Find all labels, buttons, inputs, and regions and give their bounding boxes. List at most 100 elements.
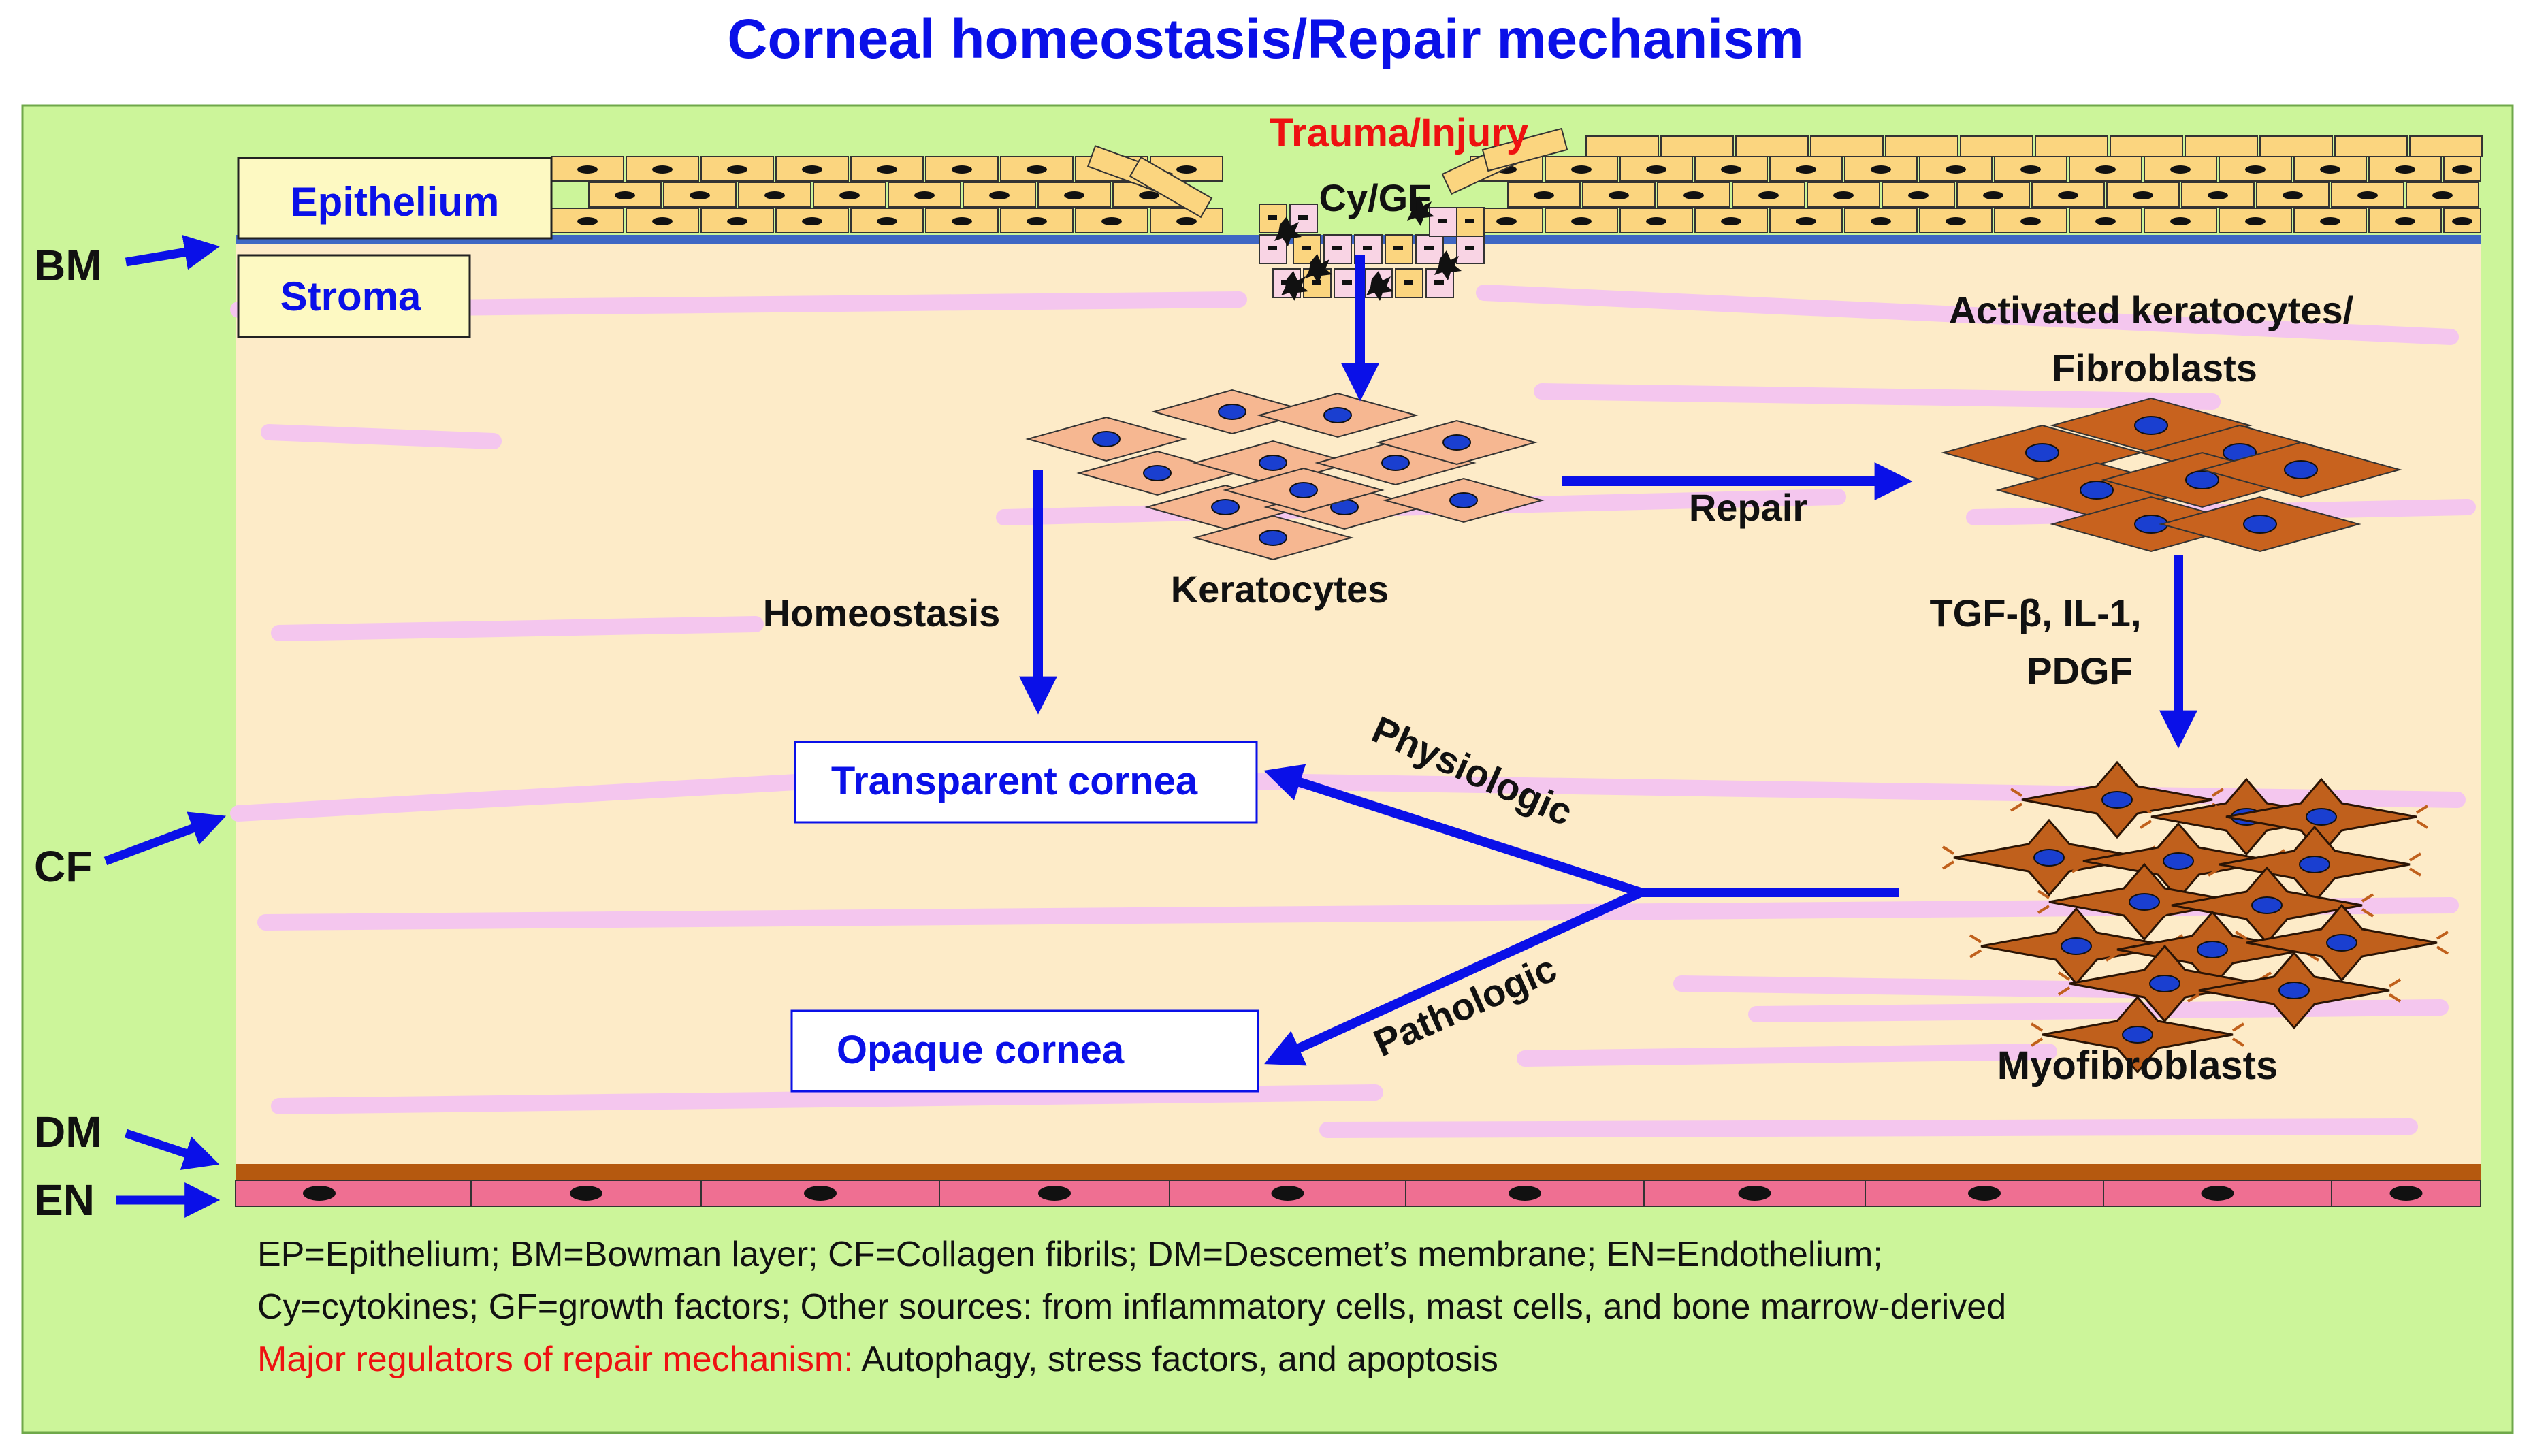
myofibroblast [2030,995,2245,1074]
keratocyte [1376,419,1538,466]
epithelial-cell [1919,156,1993,182]
epithelial-cell [1885,135,1958,157]
keratocyte [1025,416,1187,462]
epithelium-cells [551,127,2483,233]
epithelial-cell [2219,156,2292,182]
endothelium-cells [235,1180,2481,1207]
epithelial-cell [850,156,924,182]
endothelial-cell [1405,1180,1645,1207]
bm-arrow [125,234,220,270]
keratocyte [1257,392,1419,438]
pathologic-arrow [1264,888,1643,1066]
fibroblast [2199,441,2402,498]
collagen-fibril [271,616,764,641]
keratocyte [1223,467,1385,513]
endothelial-cell [1169,1180,1406,1207]
epithelial-cell [2259,135,2333,157]
bm-label: BM [34,241,102,290]
epithelial-cell [1481,127,1568,172]
epithelial-cell [2293,208,2367,233]
cy-gf-label: Cy/GF [1319,176,1432,219]
epithelial-cell [663,182,737,208]
epithelial-cell [850,208,924,233]
keratocyte [1151,389,1313,435]
epithelial-cell [1619,208,1693,233]
epithelial-cell [1545,156,1618,182]
epithelial-cell [2406,182,2479,208]
keratocytes-label: Keratocytes [1171,568,1389,611]
epithelial-cell [1732,182,1805,208]
legend-line-1: EP=Epithelium; BM=Bowman layer; CF=Colla… [257,1235,1883,1274]
epithelial-cell [963,182,1036,208]
epithelial-cell [1075,208,1148,233]
legend-line-3-black: Autophagy, stress factors, and apoptosis [854,1340,1498,1379]
epithelial-cell [2069,208,2142,233]
epithelial-cell [626,156,699,182]
myofibroblast [2234,903,2449,982]
epithelial-cell [1882,182,1955,208]
endothelial-cell [2331,1180,2481,1207]
wound-cell [1323,234,1352,264]
side-labels: BM CF DM EN [34,234,227,1225]
epithelial-cell [2443,208,2481,233]
epithelial-cell [1769,156,1843,182]
collagen-fibril [1673,975,2173,999]
activated-keratocytes-label: Activated keratocytes/ [1949,289,2354,331]
wound-cells [1259,196,1485,301]
transparent-cornea-label: Transparent cornea [831,759,1198,803]
epithelial-cell [551,208,624,233]
endothelial-cell [939,1180,1170,1207]
dm-arrow [124,1129,220,1170]
myofibroblast [2071,822,2286,901]
epithelial-cell [1660,135,1734,157]
epithelial-cell [1000,156,1074,182]
epithelial-cell [775,156,849,182]
epithelial-cell [2185,135,2258,157]
epithelial-cell [1994,156,2067,182]
epithelial-cell [2069,156,2142,182]
inflammatory-cell [1407,196,1434,226]
collagen-fibril [1748,999,2449,1022]
epithelial-cell [1807,182,1880,208]
epithelial-cell [700,156,774,182]
epithelial-cell [1844,156,1918,182]
myofibroblast [2207,825,2422,904]
endothelial-cell [2103,1180,2332,1207]
epithelial-cell [1960,135,2033,157]
inflammatory-cell [1434,250,1462,280]
epithelial-cell [1000,208,1074,233]
flow-arrows [1019,255,2197,1066]
epithelial-cell [2443,156,2481,182]
physiologic-arrow [1263,764,1643,897]
wound-cell [1385,234,1413,264]
wound-cell [1456,234,1485,264]
epithelial-cell [2334,135,2408,157]
epithelial-cell [1919,208,1993,233]
epithelial-cell [925,156,999,182]
stroma-label-box [237,254,471,338]
epithelial-cell [1994,208,2067,233]
epithelial-cell [2035,135,2108,157]
stroma-label: Stroma [280,274,421,319]
myofibroblast [2187,951,2402,1030]
epithelium-label-box [237,157,553,240]
epithelial-cell [1507,182,1581,208]
epithelial-cell [1545,208,1618,233]
opaque-cornea-label: Opaque cornea [837,1028,1125,1072]
wound-cell [1429,207,1457,237]
epithelial-cell [2219,208,2292,233]
inflammatory-cell [1305,254,1332,284]
en-label: EN [34,1176,95,1225]
diagram-title: Corneal homeostasis/Repair mechanism [727,8,1803,70]
trauma-injury-label: Trauma/Injury [1270,111,1528,155]
epithelial-cell [1735,135,1809,157]
epithelial-cell [2031,182,2105,208]
epithelial-cell [925,208,999,233]
epithelial-cell [738,182,811,208]
epithelial-cell [700,208,774,233]
epithelial-cell [588,182,662,208]
epithelial-cell [2256,182,2330,208]
epithelial-cell [626,208,699,233]
wound-cell [1456,207,1485,237]
